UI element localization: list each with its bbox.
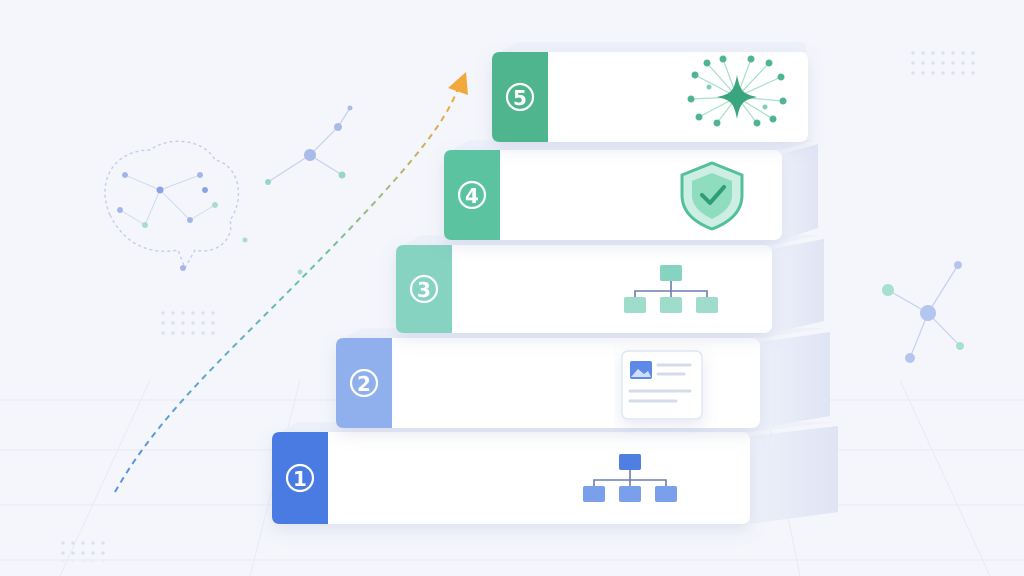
dot-cluster-left — [160, 308, 220, 338]
step-color-tab — [492, 52, 548, 142]
molecule-network-icon — [265, 105, 353, 185]
growth-arrow-icon — [114, 72, 468, 493]
step-number: 4 — [465, 184, 479, 208]
step-face — [272, 432, 750, 524]
step-side — [760, 332, 830, 428]
step-number-badge — [285, 463, 315, 493]
dot-cluster-bottom — [60, 540, 110, 562]
step-color-tab — [272, 432, 328, 524]
step-number-badge — [409, 274, 439, 304]
step-number-badge — [349, 368, 379, 398]
step-side — [750, 426, 838, 524]
step-number: 1 — [293, 467, 307, 491]
step-4: 4 — [444, 140, 818, 240]
step-number-badge — [505, 82, 535, 112]
shield-check-icon — [680, 161, 744, 231]
step-5: 5 — [492, 42, 808, 142]
step-number: 3 — [417, 278, 431, 302]
step-number-badge — [457, 180, 487, 210]
step-color-tab — [336, 338, 392, 428]
molecule-network-icon-right — [882, 261, 964, 363]
hierarchy-icon — [583, 454, 677, 502]
step-number: 2 — [357, 372, 371, 396]
step-color-tab — [396, 245, 452, 333]
step-side — [782, 144, 818, 240]
hierarchy-icon — [624, 265, 718, 313]
ai-sparkle-network-icon — [687, 55, 787, 127]
brain-network-icon — [104, 140, 303, 275]
dot-cluster-right — [905, 48, 975, 80]
step-2: 2 — [336, 328, 830, 428]
staircase: 1 2 3 4 5 — [272, 42, 838, 524]
step-side — [772, 239, 824, 333]
step-top — [500, 42, 808, 52]
step-1: 1 — [272, 422, 838, 524]
step-3: 3 — [396, 235, 824, 333]
step-face — [396, 245, 772, 333]
step-color-tab — [444, 150, 500, 240]
step-top — [452, 140, 814, 150]
document-image-icon — [621, 350, 703, 420]
step-number: 5 — [513, 86, 527, 110]
